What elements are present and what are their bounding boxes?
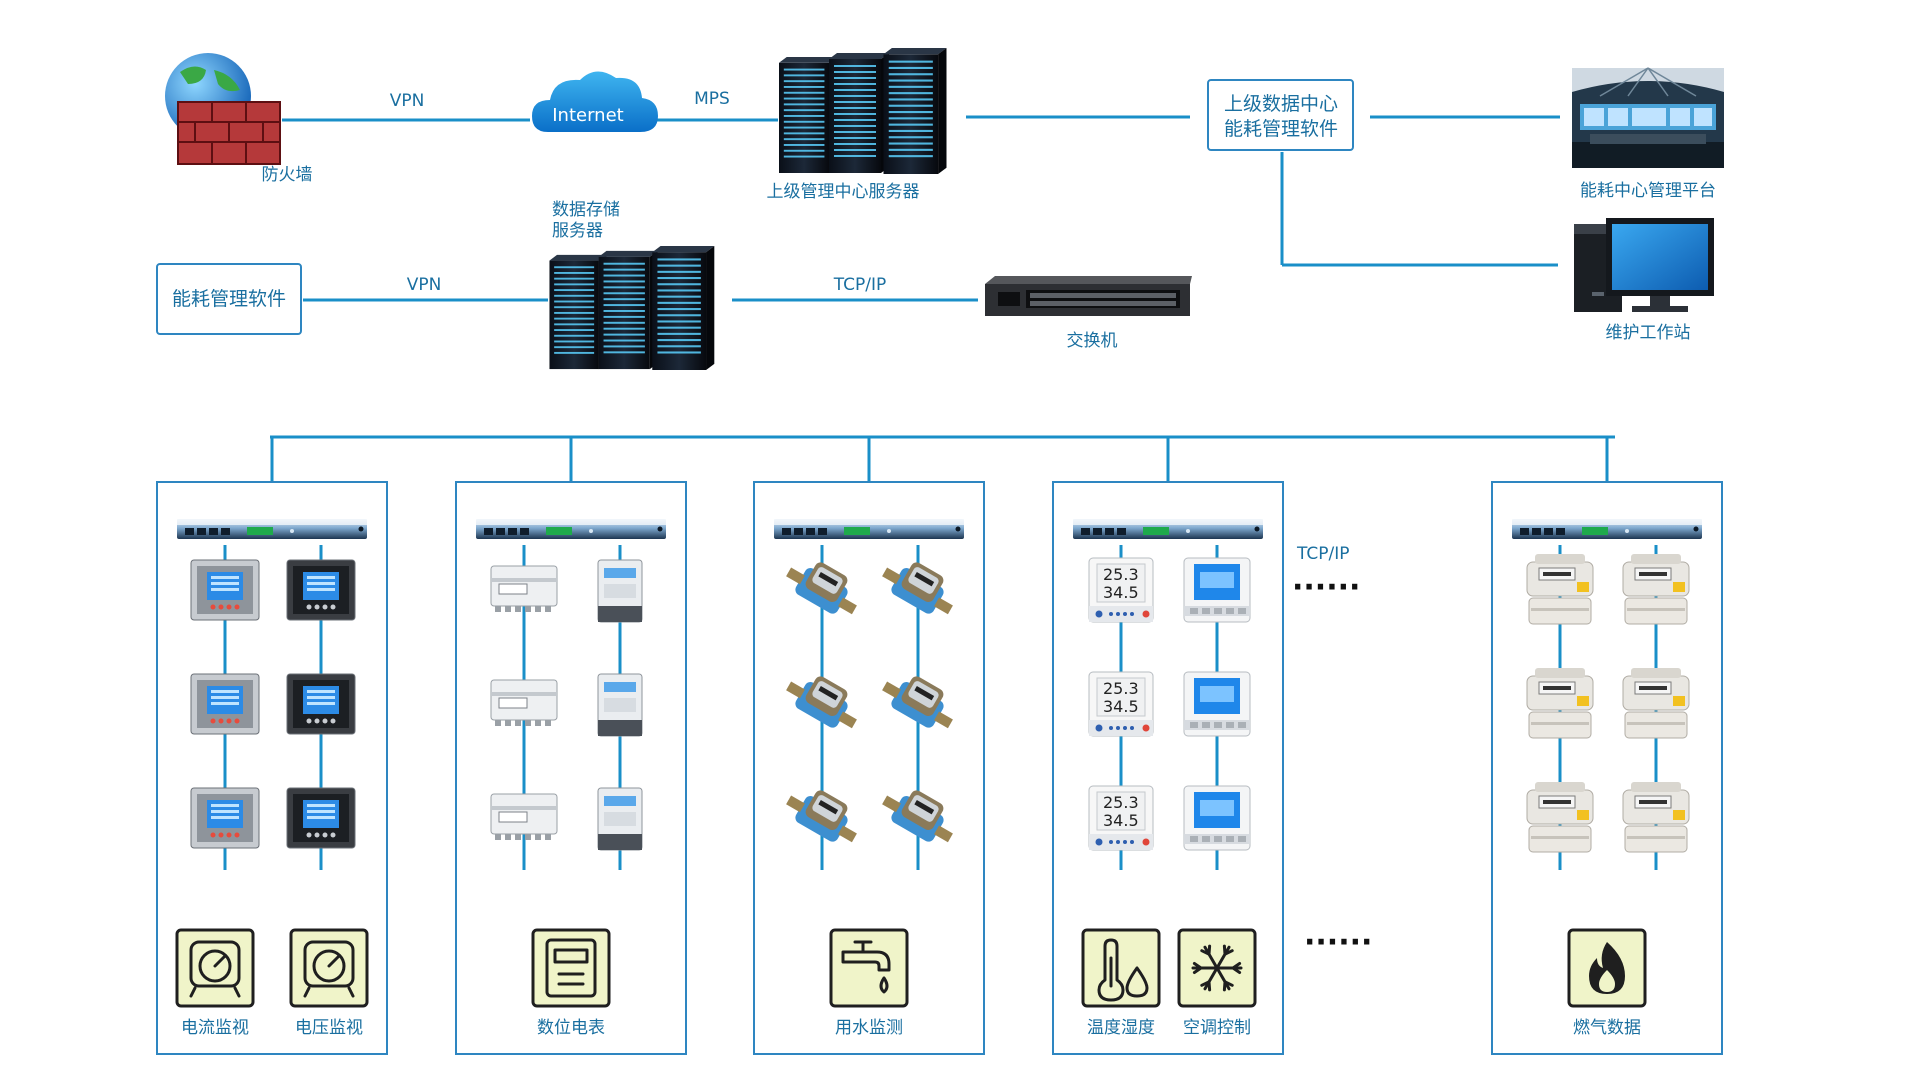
thermo-temp-reading: 25.3 [1103,679,1139,698]
upper-software-line1: 上级数据中心 [1224,93,1338,115]
network-switch-icon [985,276,1192,316]
workstation-icon [1574,218,1714,312]
field-device [490,793,558,840]
tcpip-label-bottom: TCP/IP [1296,544,1350,564]
device-category-label: 空调控制 [1183,1018,1251,1038]
workstation-label: 维护工作站 [1606,323,1691,343]
upper-software-box [1207,79,1354,151]
internet-cloud-icon [532,71,658,132]
control-room-image [1572,67,1724,168]
local-software-label: 能耗管理软件 [172,288,286,310]
tcpip-label-top: TCP/IP [833,275,887,295]
field-device [1183,671,1251,737]
data-collector-icon [1512,519,1702,539]
firewall-icon [165,53,281,165]
data-collector-icon [476,519,666,539]
water-tap-icon [829,928,909,1008]
device-category-label: 燃气数据 [1573,1018,1641,1038]
vpn-label-top: VPN [390,91,425,111]
field-device [286,673,356,735]
device-category-label: 用水监测 [835,1018,903,1038]
upper-server-icon [779,48,947,174]
mps-label: MPS [694,89,730,109]
field-device [190,673,260,735]
device-category-label: 电压监视 [295,1018,363,1038]
field-device [1183,785,1251,851]
digital-meter-icon [531,928,611,1008]
platform-label: 能耗中心管理平台 [1580,181,1716,201]
thermo-temp-reading: 25.3 [1103,565,1139,584]
field-device [190,559,260,621]
field-device [1622,668,1690,739]
ammeter-gauge-icon [175,928,255,1008]
field-device [882,676,953,729]
field-device [786,562,857,615]
field-device [1526,554,1594,625]
thermo-hum-reading: 34.5 [1103,697,1139,716]
upper-software-line2: 能耗管理软件 [1224,118,1338,140]
device-panel-1: 电流监视 电压监视 [156,481,388,1055]
device-category-label: 电流监视 [181,1018,249,1038]
thermometer-droplet-icon [1081,928,1161,1008]
flame-icon [1567,928,1647,1008]
field-device [882,790,953,843]
field-device [786,676,857,729]
field-device [1526,668,1594,739]
storage-label-line1: 数据存储 [552,200,620,220]
snowflake-icon [1177,928,1257,1008]
field-device [286,559,356,621]
field-device [1183,557,1251,623]
field-device [190,787,260,849]
local-software-box [156,263,302,335]
device-panel-4: 25.334.525.334.525.334.5温度湿度空调控制 [1052,481,1284,1055]
field-device [1622,782,1690,853]
field-device [882,562,953,615]
field-device [1526,782,1594,853]
field-device: 25.334.5 [1088,557,1154,623]
thermo-hum-reading: 34.5 [1103,583,1139,602]
vpn-label-bottom: VPN [407,275,442,295]
device-panel-3: 用水监测 [753,481,985,1055]
device-category-label: 数位电表 [537,1018,605,1038]
thermo-temp-reading: 25.3 [1103,793,1139,812]
field-device: 25.334.5 [1088,671,1154,737]
device-panels: 电流监视电压监视数位电表用水监测25.334.525.334.525.334.5… [156,481,1723,1055]
field-device [786,790,857,843]
connection-lines [270,115,1615,482]
upper-server-label: 上级管理中心服务器 [767,182,920,202]
ellipsis-bottom: ······ [1304,925,1372,960]
data-collector-icon [774,519,964,539]
data-collector-icon [177,519,367,539]
thermo-hum-reading: 34.5 [1103,811,1139,830]
field-device: 25.334.5 [1088,785,1154,851]
device-category-label: 温度湿度 [1087,1018,1155,1038]
field-device [597,559,643,623]
device-panel-2: 数位电表 [455,481,687,1055]
field-device [597,673,643,737]
firewall-label: 防火墙 [262,165,313,185]
internet-label: Internet [552,105,623,126]
ellipsis-top: ······ [1292,570,1360,605]
voltmeter-gauge-icon [289,928,369,1008]
field-device [490,565,558,612]
data-collector-icon [1073,519,1263,539]
field-device [597,787,643,851]
field-device [286,787,356,849]
field-device [490,679,558,726]
device-panel-5: 燃气数据 [1491,481,1723,1055]
field-device [1622,554,1690,625]
switch-label: 交换机 [1067,331,1118,351]
storage-label-line2: 服务器 [552,221,603,241]
storage-server-icon [549,246,714,370]
